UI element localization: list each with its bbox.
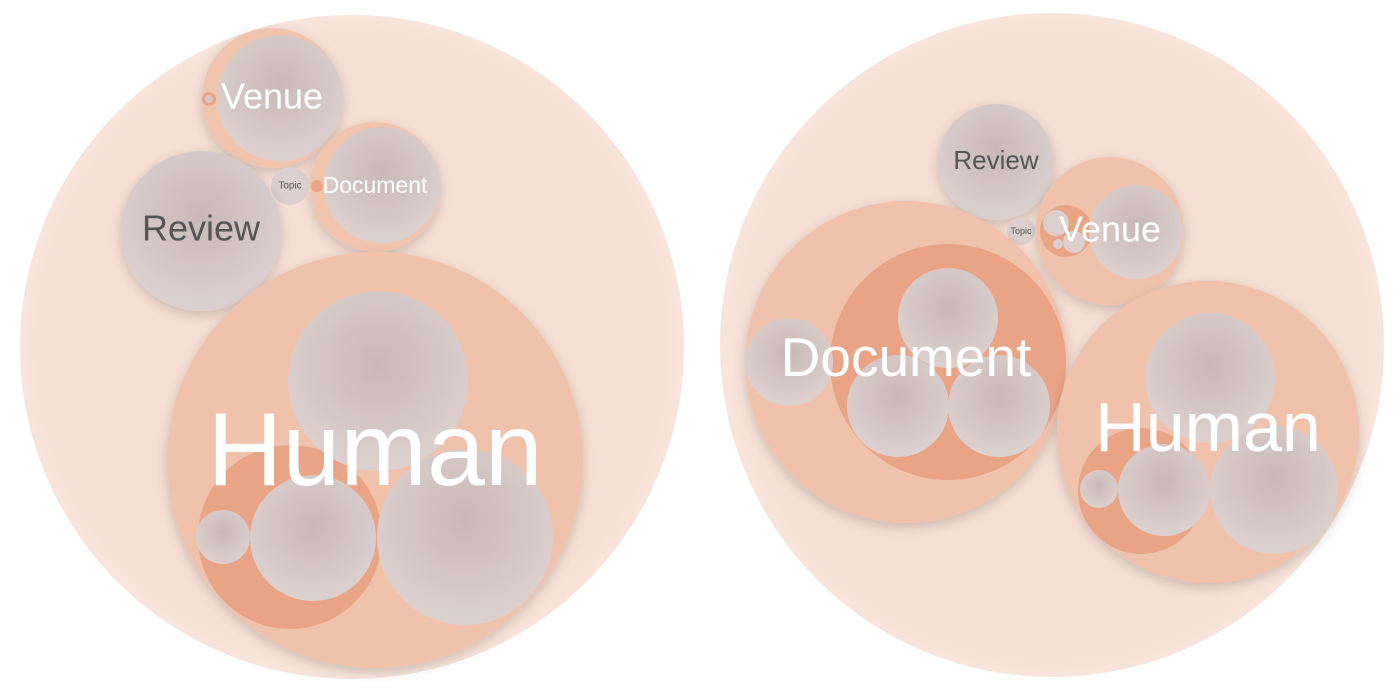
right-topic-label: Topic [1010, 226, 1032, 236]
left-human-label: Human [207, 392, 542, 508]
right-human-leaf-right[interactable] [1210, 426, 1338, 554]
left-pack: Venue Document Topic Review Human [20, 15, 684, 679]
left-document-leaf[interactable] [324, 127, 440, 243]
left-human-leaf-mid[interactable] [250, 475, 376, 601]
right-document-leaf-right[interactable] [948, 355, 1050, 457]
right-human-leaf-top[interactable] [1145, 313, 1275, 443]
left-human-leaf-right[interactable] [377, 449, 553, 625]
left-review-circle[interactable] [121, 151, 281, 311]
right-human-group [1057, 281, 1359, 583]
right-venue-label: Venue [1059, 209, 1161, 250]
right-human-label: Human [1095, 388, 1321, 466]
left-review-label: Review [142, 208, 261, 249]
left-topic-circle[interactable] [271, 167, 309, 205]
right-venue-group [1036, 157, 1184, 305]
right-pack: Review Topic Venue Document Human [720, 13, 1384, 677]
left-human-leaf-small[interactable] [196, 510, 250, 564]
right-document-leaf-left[interactable] [847, 355, 949, 457]
right-venue-leaf[interactable] [1089, 185, 1183, 279]
left-venue-small-leaf[interactable] [205, 95, 213, 103]
left-human-group [167, 252, 583, 668]
right-document-label: Document [781, 326, 1032, 388]
right-document-group [745, 201, 1067, 523]
left-venue-label: Venue [221, 76, 323, 117]
left-human-leaf-top[interactable] [288, 291, 468, 471]
right-venue-leaf-small[interactable] [1043, 210, 1069, 236]
right-human-leaf-mid[interactable] [1118, 444, 1210, 536]
left-document-group [310, 122, 440, 252]
right-venue-leaf-tiny[interactable] [1053, 239, 1063, 249]
left-document-label: Document [323, 172, 428, 198]
right-human-leaf-small[interactable] [1080, 470, 1118, 508]
right-document-leaf-top[interactable] [898, 268, 998, 368]
left-venue-leaf[interactable] [217, 35, 343, 161]
right-document-leaf-side[interactable] [745, 318, 833, 406]
left-topic-label: Topic [278, 181, 301, 192]
right-topic-circle[interactable] [1007, 217, 1035, 245]
right-review-label: Review [953, 145, 1038, 175]
left-document-small-circle[interactable] [311, 180, 323, 192]
left-venue-group [202, 28, 343, 168]
right-venue-leaf-small-2[interactable] [1063, 231, 1085, 253]
right-review-circle[interactable] [938, 104, 1054, 220]
